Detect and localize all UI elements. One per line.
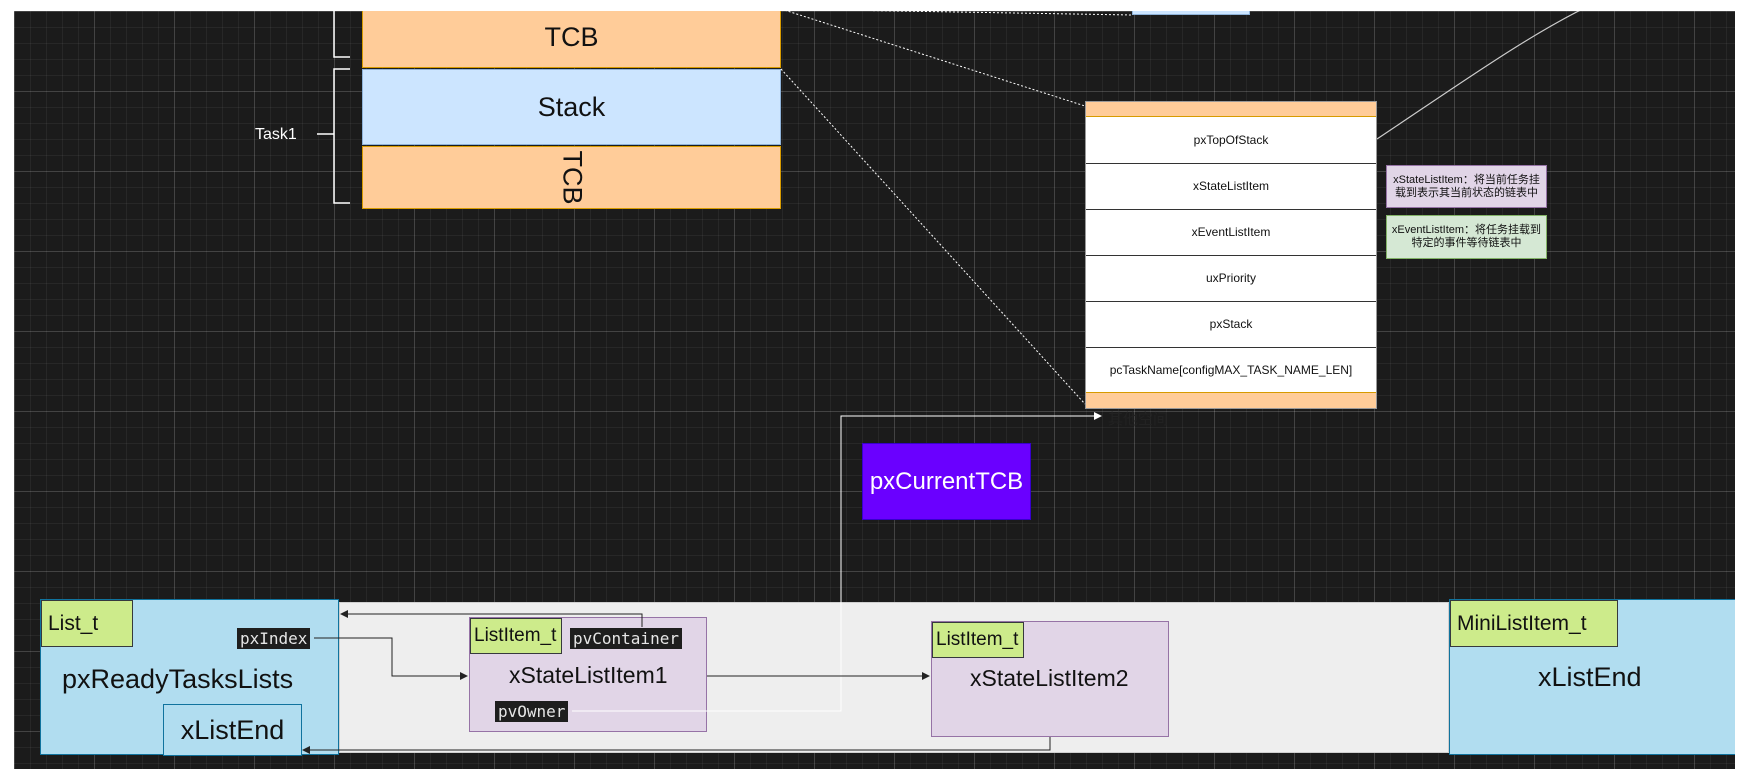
tcb-struct-table: pxTopOfStack xStateListItem xEventListIt… (1085, 101, 1377, 409)
mini-list-item-box: MiniListItem_t xListEnd (1449, 599, 1735, 755)
top-dotted-line (868, 11, 1133, 16)
state-note-text: xStateListItem：将当前任务挂载到表示其当前状态的链表中 (1393, 173, 1540, 199)
current-tcb-label: pxCurrentTCB (869, 467, 1024, 495)
tcb-field-label: uxPriority (1205, 271, 1256, 285)
tcb-field-label: pxTopOfStack (1193, 133, 1269, 147)
connector-layer (302, 11, 1580, 754)
mini-list-end-label: xListEnd (1538, 662, 1642, 692)
tcb-struct-header-bar (1086, 102, 1376, 117)
list-end-inner-box: xListEnd (163, 704, 302, 756)
stack-block: Stack (362, 69, 781, 145)
tcb-top-block: TCB (362, 11, 781, 68)
tcb-field-row: uxPriority (1086, 255, 1376, 302)
tcb-top-label: TCB (544, 21, 599, 52)
pxindex-wire (314, 637, 468, 680)
pv-container-field: pvContainer (570, 628, 682, 649)
upper-bracket (333, 11, 350, 58)
item2-type-tag-label: ListItem_t (936, 629, 1019, 650)
tcb-field-label: pcTaskName[configMAX_TASK_NAME_LEN] (1109, 363, 1353, 377)
list-end-inner-label: xListEnd (180, 714, 285, 745)
px-index-field: pxIndex (237, 628, 311, 649)
current-tcb-box: pxCurrentTCB (862, 443, 1031, 520)
tcb-field-row: xStateListItem (1086, 163, 1376, 210)
mini-type-tag-label: MiniListItem_t (1457, 611, 1587, 635)
pvowner-wire (572, 412, 1102, 712)
tcb-struct-footer-bar (1086, 392, 1376, 408)
state-list-item-2: ListItem_t xStateListItem2 (931, 621, 1169, 737)
tcb-field-label: xEventListItem (1191, 225, 1271, 239)
tcb-field-label: pxStack (1209, 317, 1253, 331)
list-type-tag-label: List_t (48, 611, 99, 635)
event-list-item-note: xEventListItem：将任务挂载到特定的事件等待链表中 (1386, 215, 1547, 259)
other-space-label: 其他空间 (1108, 411, 1169, 428)
diagram-canvas: TCB Stack TCB Task1 pxTopOfStack xStateL… (14, 11, 1735, 769)
item1-name: xStateListItem1 (509, 662, 668, 688)
mini-type-tag: MiniListItem_t (1450, 600, 1618, 647)
event-note-text: xEventListItem：将任务挂载到特定的事件等待链表中 (1391, 224, 1542, 249)
item1-type-tag-label: ListItem_t (474, 625, 557, 646)
zoom-line-bottom (780, 68, 1086, 405)
item2-to-listend-wire (302, 737, 1051, 754)
pxtopofstack-curve (1376, 11, 1580, 140)
state-list-item-note: xStateListItem：将当前任务挂载到表示其当前状态的链表中 (1386, 165, 1547, 208)
pvcontainer-wire (340, 610, 643, 627)
task-label: Task1 (255, 126, 297, 143)
tcb-field-row: pxTopOfStack (1086, 117, 1376, 164)
ready-list-box: List_t pxIndex pxReadyTasksLists xListEn… (40, 599, 339, 756)
top-partial-box (1132, 11, 1250, 15)
tcb-field-row: pxStack (1086, 301, 1376, 348)
tcb-field-row: xEventListItem (1086, 209, 1376, 256)
task-bracket (333, 68, 350, 204)
item2-name: xStateListItem2 (970, 665, 1129, 691)
tcb-bottom-block: TCB (362, 146, 781, 209)
list-type-tag: List_t (41, 600, 133, 647)
state-list-item-1: ListItem_t pvContainer xStateListItem1 p… (469, 617, 707, 732)
tcb-field-label: xStateListItem (1192, 179, 1270, 193)
ready-list-name: pxReadyTasksLists (62, 664, 294, 694)
item2-type-tag: ListItem_t (932, 622, 1024, 658)
zoom-line-top (785, 11, 1086, 107)
pv-owner-field: pvOwner (495, 701, 569, 722)
item1-type-tag: ListItem_t (470, 618, 562, 654)
tcb-field-row: pcTaskName[configMAX_TASK_NAME_LEN] (1086, 347, 1376, 393)
stack-label: Stack (537, 91, 606, 122)
